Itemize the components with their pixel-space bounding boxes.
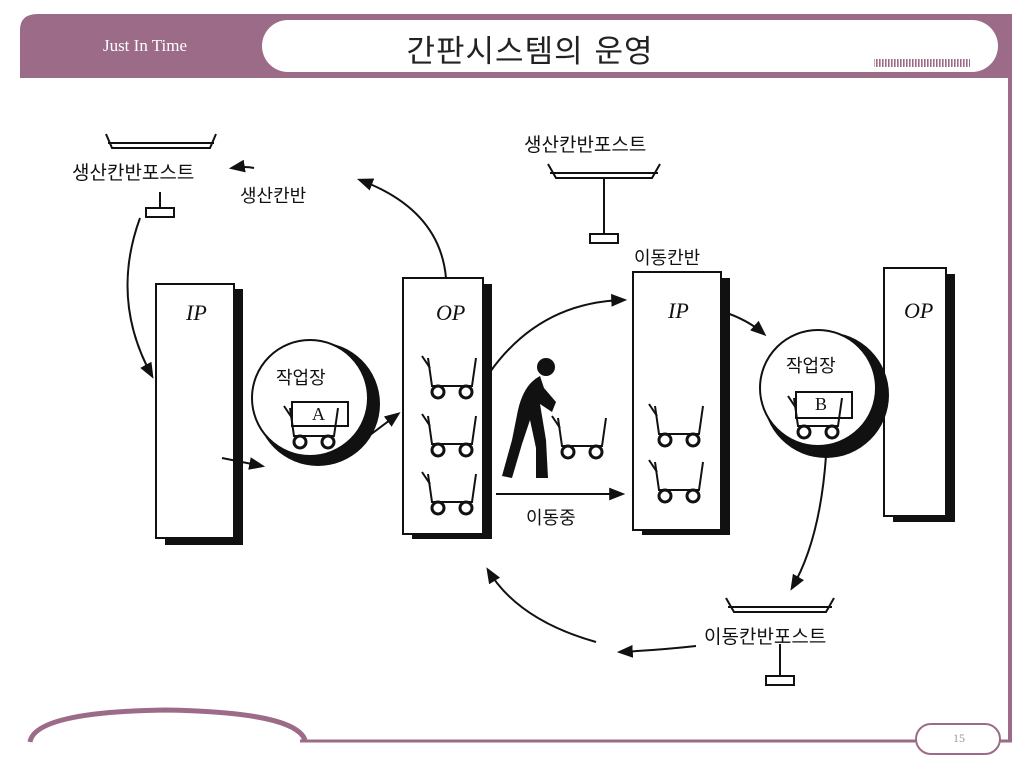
page-title: 간판시스템의 운영: [406, 34, 654, 70]
title-pill: [262, 20, 998, 72]
arrow-kanban-to-post: [228, 159, 255, 173]
cart-b-label: B: [815, 394, 828, 414]
page-number: 15: [953, 731, 965, 745]
footer-oval: [27, 707, 308, 743]
ip-left-box: [155, 283, 243, 545]
workshop-a: [251, 339, 380, 466]
arrow-workshop-b-to-post: [790, 455, 827, 591]
move-kanban-label: 이동칸반: [634, 248, 701, 269]
cart-a-label: A: [312, 404, 325, 424]
production-kanban-post-top-label: 생산칸반포스트: [524, 134, 647, 156]
right-border: [1008, 78, 1012, 742]
worker-figure: [502, 358, 608, 478]
page-number-pill: [915, 723, 1001, 755]
section-label: Just In Time: [102, 36, 188, 55]
arrow-ip-to-workshop-b: [723, 311, 767, 337]
arrow-post-to-return: [616, 644, 697, 658]
move-kanban-post-label: 이동칸반포스트: [704, 626, 827, 648]
ip-right-label: IP: [668, 298, 689, 323]
workshop-b: [759, 329, 889, 458]
workshop-b-label: 작업장: [786, 356, 836, 377]
op-right-label: OP: [904, 298, 934, 323]
production-kanban-post-left-label: 생산칸반포스트: [72, 162, 195, 184]
arrow-return-to-op: [486, 567, 597, 643]
ip-left-label: IP: [186, 300, 207, 325]
ip-right-box: [632, 271, 730, 535]
op-middle-box: [402, 277, 492, 539]
production-kanban-label: 생산칸반: [240, 186, 307, 207]
kanban-post-left: [105, 133, 217, 218]
barcode-decoration: [874, 59, 970, 67]
arrow-ip-to-workshop-a: [221, 457, 266, 470]
workshop-a-label: 작업장: [276, 368, 326, 389]
op-middle-label: OP: [436, 300, 466, 325]
arrow-post-to-ip: [126, 217, 154, 379]
arrow-workshop-a-to-op: [357, 412, 401, 445]
flow-arrows: [126, 159, 827, 658]
op-right-box: [883, 267, 955, 522]
in-transit-label: 이동중: [526, 508, 576, 529]
arrow-op-to-production-kanban: [357, 178, 447, 279]
kanban-post-bottom: [725, 597, 835, 686]
kanban-post-top: [547, 163, 661, 244]
arrow-op-to-ip-right: [489, 293, 628, 373]
